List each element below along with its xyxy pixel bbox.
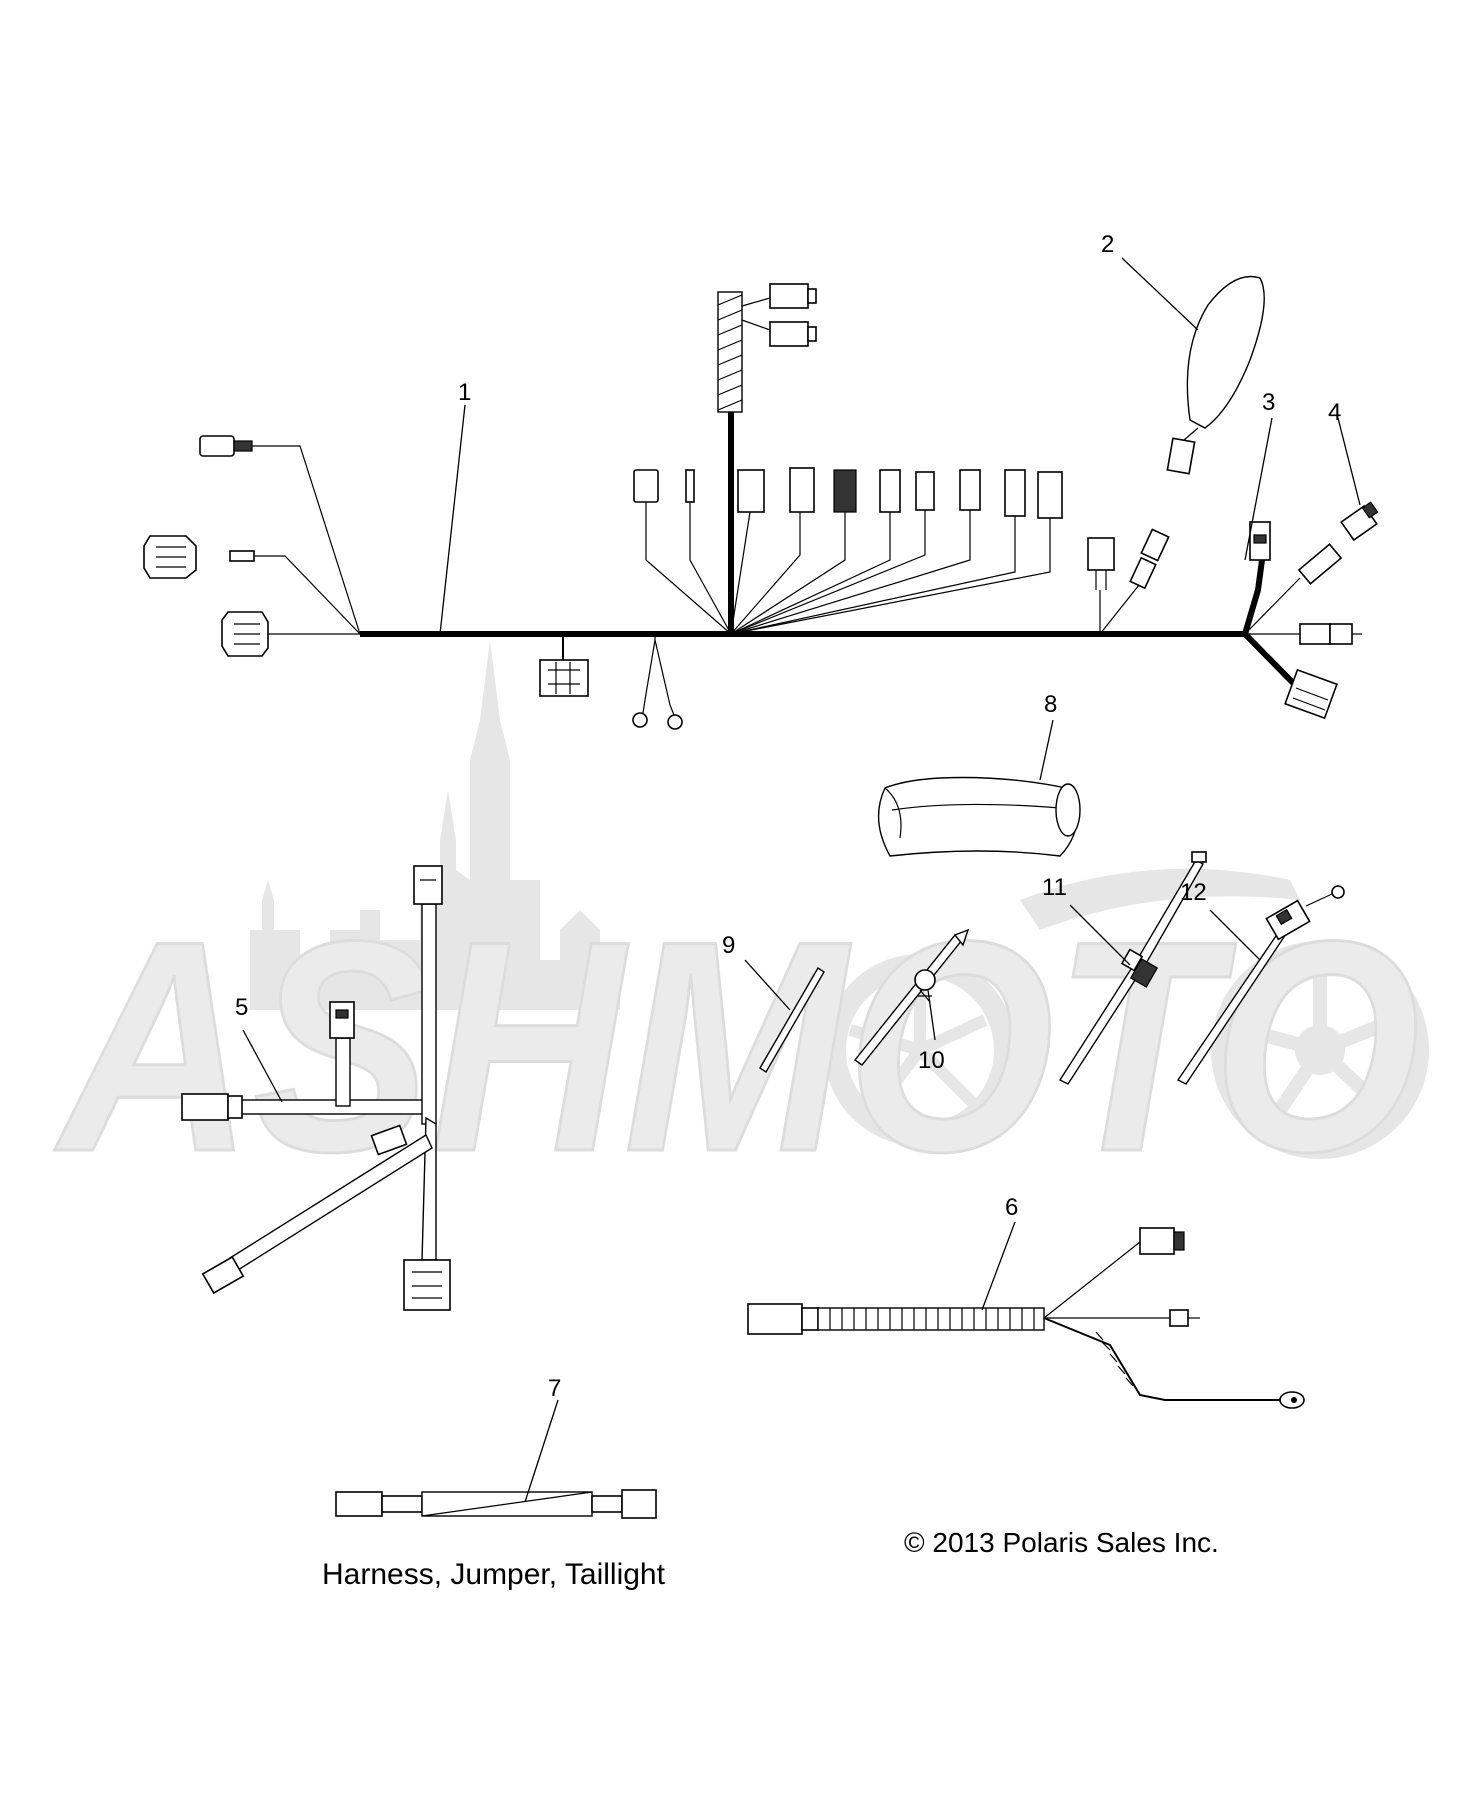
callouts: 1 2 3 4 5 6 7 8 9 10 11 12 <box>235 231 1341 1402</box>
main-harness <box>143 283 1362 730</box>
callout-4: 4 <box>1328 399 1341 426</box>
callout-5: 5 <box>235 994 248 1021</box>
part6-connector-main <box>747 1303 803 1335</box>
callout-6: 6 <box>1005 1194 1018 1221</box>
part-8-sleeve <box>877 776 1081 857</box>
connector-top-upper <box>769 283 817 309</box>
part-6-harness <box>747 1227 1305 1409</box>
connector-right-upper <box>1087 537 1115 590</box>
terminal-left-mid <box>229 550 255 562</box>
callout-11: 11 <box>1042 874 1067 901</box>
part6-ring-terminal <box>1279 1391 1305 1409</box>
watermark-wheel-center <box>824 954 1016 1146</box>
callout-9: 9 <box>722 932 735 959</box>
watermark: ASHMOTO <box>50 640 1429 1216</box>
callout-7: 7 <box>548 1375 561 1402</box>
connector-right-3 <box>1249 521 1271 561</box>
part6-terminal <box>1169 1309 1200 1327</box>
part6-connector-top <box>1139 1227 1185 1255</box>
callout-2: 2 <box>1101 231 1114 258</box>
connector-top-lower <box>769 321 817 347</box>
watermark-wheel-right <box>1211 941 1429 1159</box>
connector-left-mid <box>143 535 197 579</box>
connector-bottom-block <box>539 659 589 697</box>
connector-left-bottom <box>221 611 269 657</box>
part-4-connector <box>1340 501 1379 542</box>
callout-12: 12 <box>1180 879 1207 906</box>
ring-terminal-a <box>632 712 648 728</box>
callout-3: 3 <box>1262 389 1275 416</box>
copyright-notice: © 2013 Polaris Sales Inc. <box>904 1527 1219 1558</box>
callout-10: 10 <box>918 1047 945 1074</box>
jumper-caption: Harness, Jumper, Taillight <box>322 1558 666 1591</box>
part-9-cable-tie <box>759 967 825 1073</box>
connector-right-mid-stick <box>1297 543 1343 585</box>
callout-1: 1 <box>458 379 471 406</box>
part7-connector-right <box>621 1489 657 1519</box>
sub5-connector-bottom <box>403 1259 451 1311</box>
sub5-connector-mid <box>329 1001 355 1039</box>
connector-item2-lead <box>1129 528 1170 590</box>
watermark-skyline <box>250 640 620 1010</box>
leader-lines <box>242 257 1361 1503</box>
connector-row <box>633 467 1063 519</box>
sub5-connector-top <box>413 865 443 905</box>
ring-terminal-b <box>667 714 683 730</box>
part-7-jumper <box>335 1489 657 1519</box>
part-11-push-tie <box>1058 851 1207 1085</box>
sub5-connector-bottom-left <box>201 1255 245 1295</box>
part-5-subharness <box>181 865 451 1311</box>
watermark-bike-body <box>1020 868 1300 930</box>
part-2-boot <box>1166 275 1265 475</box>
part-12-edge-tie <box>1176 885 1345 1085</box>
watermark-text: ASHMOTO <box>52 878 1420 1214</box>
connector-right-bottom <box>1284 668 1338 720</box>
sub5-connector-small <box>370 1124 408 1156</box>
connector-left-top <box>199 435 253 457</box>
part7-connector-left <box>335 1491 383 1517</box>
sub5-connector-left <box>181 1093 243 1121</box>
part-10-clip-tie <box>853 928 970 1066</box>
connector-right-end <box>1299 623 1362 645</box>
callout-8: 8 <box>1044 691 1057 718</box>
